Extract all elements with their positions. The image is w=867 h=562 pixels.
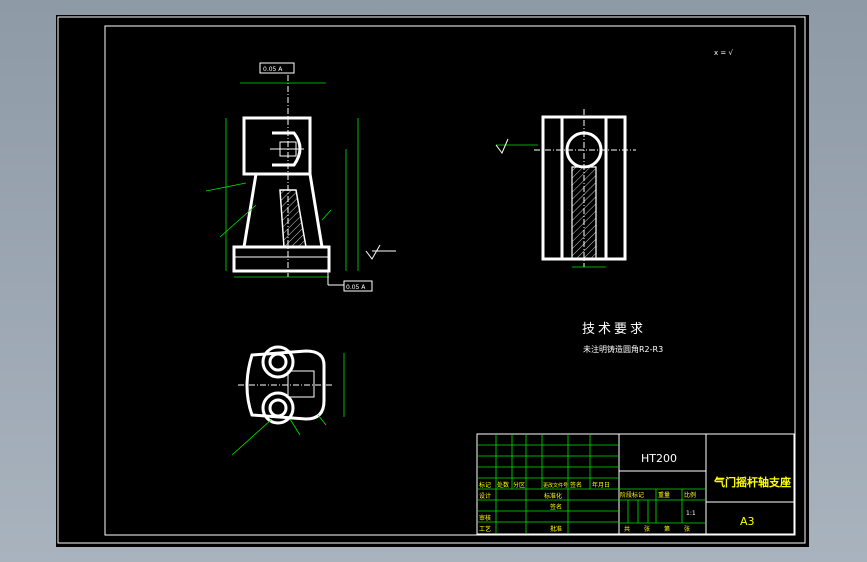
tb-label-sheji: 设计 [479, 492, 491, 500]
front-view-rib-section [279, 189, 307, 248]
top-view-bore-bottom [268, 398, 288, 418]
surface-symbol-right [365, 244, 381, 260]
tech-req-title: 技术要求 [582, 322, 646, 337]
top-view-boss-top [261, 345, 295, 379]
tb-sheet-size: A3 [740, 515, 755, 528]
tb-footer-di: 第 [664, 525, 670, 533]
tb-left-grid [477, 434, 619, 534]
cad-drawing-viewport[interactable]: x = √ 0.05 A 0.05 A [56, 15, 809, 547]
tb-label-bili: 比例 [684, 491, 696, 499]
tb-label-zhongliang: 重量 [658, 491, 670, 499]
tb-footer-gong: 共 [624, 525, 630, 533]
top-view-leader-3 [317, 414, 327, 426]
top-view[interactable] [231, 345, 345, 456]
dim-leader-right [321, 209, 332, 221]
tb-footer-zhang1: 张 [644, 525, 650, 533]
tb-hdr-fenqu: 分区 [513, 481, 525, 489]
cad-drawing-canvas: x = √ 0.05 A 0.05 A [57, 16, 806, 544]
tb-label-shenhe: 审核 [479, 514, 491, 522]
title-block-frame [476, 433, 795, 535]
surface-finish-mark: x = √ [714, 49, 733, 57]
top-view-leader-1 [231, 418, 273, 456]
tb-material: HT200 [641, 452, 677, 465]
front-view[interactable]: 0.05 A 0.05 A [205, 62, 396, 292]
tb-hdr-chushu: 处数 [497, 481, 509, 489]
tb-label-pizhun: 批准 [550, 525, 562, 533]
tb-footer-zhang2: 张 [684, 525, 690, 533]
front-view-base [232, 245, 331, 273]
inner-border [104, 25, 796, 536]
top-view-boss-bottom [261, 391, 295, 425]
tb-right-grid [619, 488, 706, 524]
gdt-frame-top-text: 0.05 A [263, 66, 283, 73]
top-view-rib [287, 370, 315, 398]
gdt-frame-bottom [343, 280, 373, 292]
tb-label-biaozhunhua: 标准化 [544, 492, 562, 500]
front-view-neck-right [308, 173, 324, 248]
top-view-leader-2 [289, 418, 301, 436]
tb-label-qianming2: 签名 [550, 503, 562, 511]
side-view[interactable] [495, 109, 636, 268]
tb-hdr-genggai: 更改文件号 [543, 482, 568, 489]
tech-req-note: 未注明铸造圆角R2-R3 [583, 344, 663, 354]
tb-part-name: 气门摇杆轴支座 [713, 475, 791, 489]
tb-hdr-qianming: 签名 [570, 481, 582, 489]
tb-hdr-nianyueri: 年月日 [592, 481, 610, 489]
front-view-boss [242, 116, 312, 176]
top-view-outline [245, 349, 326, 421]
gdt-frame-bottom-text: 0.05 A [346, 284, 366, 291]
tb-hdr-biaoji: 标记 [479, 481, 491, 489]
gdt-frame-top [259, 62, 295, 74]
tb-label-jieduan: 阶段标记 [620, 491, 644, 499]
dim-leader-left [205, 182, 247, 192]
side-view-surface-symbol [495, 138, 509, 154]
tb-label-gongyi: 工艺 [479, 525, 491, 533]
dim-leader-left2 [219, 204, 257, 238]
top-view-bore-top [268, 352, 288, 372]
outer-border [57, 16, 806, 544]
title-block[interactable]: 标记 处数 分区 更改文件号 签名 年月日 设计 审核 工艺 标准化 签名 批准… [476, 433, 795, 535]
tb-scale-value: 1:1 [686, 510, 696, 517]
